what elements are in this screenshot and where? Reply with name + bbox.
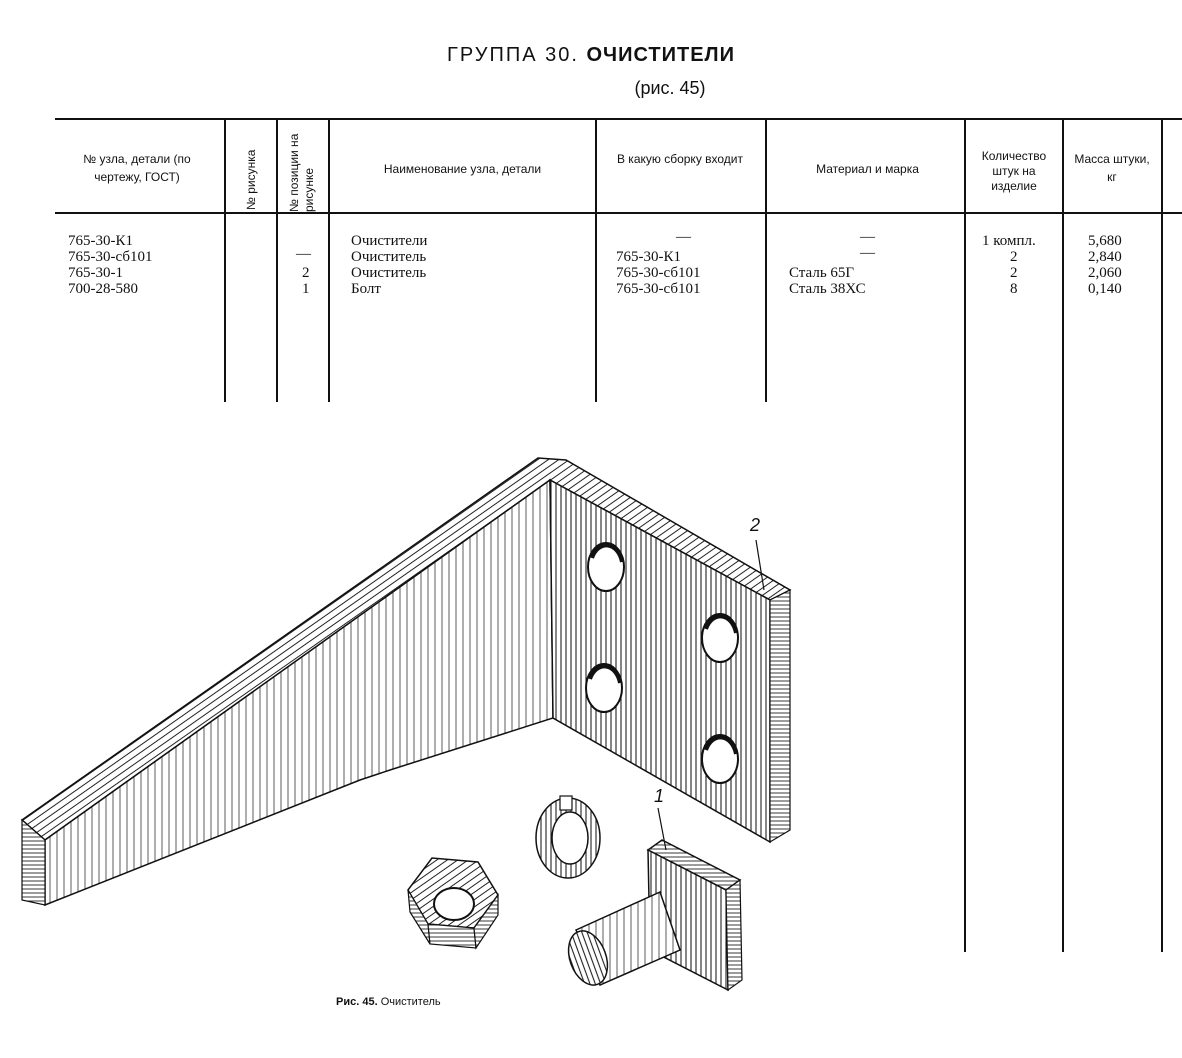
caption-text: Очиститель	[380, 996, 441, 1008]
header-part-no: № узла, детали (по чертежу, ГОСТ)	[83, 152, 191, 184]
blade-arm-bevel	[21, 818, 46, 906]
title-bold: ОЧИСТИТЕЛИ	[586, 44, 735, 66]
bolt-hole	[587, 542, 625, 592]
cell-part-no: 765-30-К1	[68, 233, 133, 249]
cell-mass: 0,140	[1088, 281, 1122, 297]
page-title: ГРУППА 30. ОЧИСТИТЕЛИ	[0, 44, 1182, 67]
col-divider	[964, 120, 966, 952]
cell-assembly: 765-30-К1	[616, 249, 681, 265]
cell-assembly: 765-30-сб101	[616, 281, 701, 297]
table-top-rule	[55, 118, 1182, 120]
page-subtitle: (рис. 45)	[634, 78, 706, 98]
blade-top-edge	[20, 457, 792, 841]
header-mass: Масса штуки, кг	[1074, 152, 1150, 184]
header-name: Наименование узла, детали	[383, 162, 542, 176]
caption-label: Рис. 45.	[336, 996, 378, 1008]
col-divider	[224, 120, 226, 402]
leader-line-2	[755, 539, 765, 591]
cell-position: 1	[302, 281, 310, 297]
bolt-hole	[701, 613, 739, 663]
table-header-rule	[55, 212, 1182, 214]
position-label-1: 1	[654, 786, 665, 806]
blade-plate-side	[769, 589, 791, 844]
cell-qty: 2	[1010, 265, 1018, 281]
cell-mass: 5,680	[1088, 233, 1122, 249]
cell-mass: 2,060	[1088, 265, 1122, 281]
cell-qty: 8	[1010, 281, 1018, 297]
bolt-hole	[585, 663, 623, 713]
cell-name: Очиститель	[351, 249, 427, 265]
col-divider	[1062, 120, 1064, 952]
col-divider	[595, 120, 597, 402]
cell-part-no: 700-28-580	[68, 281, 138, 297]
cell-name: Очистители	[351, 233, 428, 249]
position-label-2: 2	[750, 515, 761, 535]
header-assembly: В какую сборку входит	[616, 152, 744, 166]
header-material: Материал и марка	[816, 162, 919, 176]
nut	[407, 857, 499, 950]
cell-material: —	[860, 245, 875, 261]
blade-arm-face	[44, 478, 554, 907]
cell-position: 2	[302, 265, 310, 281]
cell-qty: 1 компл.	[982, 233, 1036, 249]
col-divider	[1161, 120, 1163, 952]
cell-part-no: 765-30-сб101	[68, 249, 153, 265]
cell-name: Болт	[351, 281, 381, 297]
cell-name: Очиститель	[351, 265, 427, 281]
figure-caption: Рис. 45. Очиститель	[336, 996, 441, 1008]
header-fig-no: № рисунка	[244, 149, 258, 210]
title-prefix: ГРУППА 30.	[447, 44, 579, 66]
cell-assembly: 765-30-сб101	[616, 265, 701, 281]
cell-part-no: 765-30-1	[68, 265, 123, 281]
col-divider	[276, 120, 278, 402]
col-divider	[328, 120, 330, 402]
cell-position: —	[296, 246, 311, 262]
cell-qty: 2	[1010, 249, 1018, 265]
cleaner-blade	[20, 457, 792, 907]
cell-material: —	[860, 229, 875, 245]
header-position: № позиции на рисунке	[287, 133, 316, 212]
cell-assembly: —	[676, 229, 691, 245]
cell-material: Сталь 38ХС	[789, 281, 866, 297]
col-divider	[765, 120, 767, 402]
leader-line-1	[657, 807, 667, 851]
header-qty: Количество штук на изделие	[981, 149, 1047, 193]
cell-material: Сталь 65Г	[789, 265, 855, 281]
lock-washer	[535, 795, 601, 879]
bolt	[567, 839, 743, 992]
bolt-hole	[701, 734, 739, 784]
cell-mass: 2,840	[1088, 249, 1122, 265]
